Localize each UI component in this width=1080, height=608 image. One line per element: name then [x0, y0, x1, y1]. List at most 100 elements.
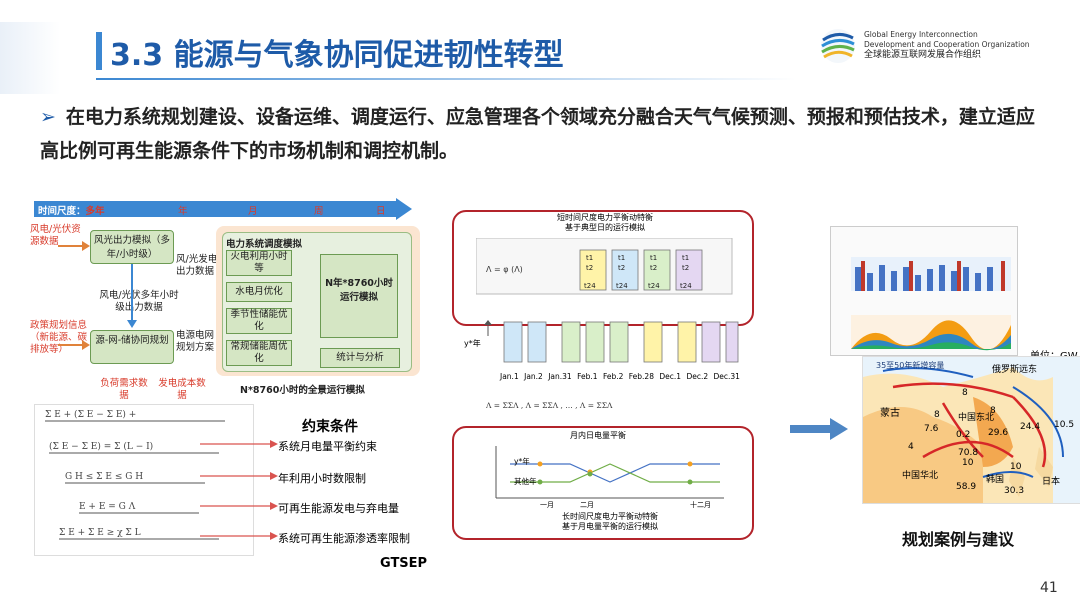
map-value: 7.6 — [924, 424, 939, 434]
daily-blocks — [503, 321, 739, 363]
constraint-item: 可再生能源发电与弃电量 — [278, 502, 399, 515]
page-title: 3.3 能源与气象协同促进韧性转型 — [110, 38, 564, 73]
top-caption-2: 基于典型日的运行模拟 — [565, 223, 645, 232]
constraint-arrows — [200, 440, 278, 540]
axis-label: 一月 — [540, 501, 554, 509]
center-simulation-box: N年*8760小时运行模拟 — [320, 254, 398, 338]
year-label: y*年 — [464, 339, 481, 348]
svg-text:G H ≤ Σ E ≤ G H: G H ≤ Σ E ≤ G H — [65, 472, 143, 482]
thumbnail-chart-image — [851, 257, 1011, 351]
map-value: 30.3 — [1004, 486, 1025, 496]
map-value: 4 — [908, 442, 914, 452]
svg-text:t24: t24 — [616, 282, 628, 290]
tool-label: GTSEP — [380, 556, 428, 571]
bottom-label: N*8760小时的全景运行模拟 — [240, 385, 365, 396]
bullet-point: ➢在电力系统规划建设、设备运维、调度运行、应急管理各个领域充分融合天气气候预测、… — [40, 100, 1050, 168]
region-korea: 韩国 — [986, 475, 1005, 485]
label-wind-pv-output: 风/光发电出力数据 — [176, 254, 218, 277]
timescale-item: 周 — [314, 206, 324, 217]
month-labels: Jan.1 Jan.2 Jan.31 Feb.1 Feb.2 Feb.28 De… — [500, 372, 740, 381]
svg-text:Σ E + Σ E ≥ χ Σ L: Σ E + Σ E ≥ χ Σ L — [59, 528, 141, 538]
top-caption-1: 短时间尺度电力平衡动特衡 — [557, 213, 653, 222]
globe-logo-icon — [821, 29, 855, 63]
map-value: 29.6 — [988, 428, 1009, 438]
timescale-item: 月 — [248, 206, 258, 217]
svg-text:t24: t24 — [648, 282, 660, 290]
title-underline — [96, 78, 796, 80]
constraint-item: 年利用小时数限制 — [278, 472, 366, 485]
right-arrow-icon — [790, 418, 848, 440]
month-label: Jan.31 — [548, 372, 572, 381]
region-north-china: 中国华北 — [902, 471, 939, 481]
month-label: Jan.2 — [524, 372, 543, 381]
map-title: 35至50年新增容量 — [876, 361, 945, 370]
timescale-item: 多年 — [85, 206, 105, 217]
svg-text:t2: t2 — [586, 264, 593, 272]
timescale-item: 日 — [376, 206, 386, 217]
map-image — [863, 357, 1080, 503]
svg-text:Σ E + (Σ E − Σ E) +: Σ E + (Σ E − Σ E) + — [45, 409, 136, 420]
map-value: 24.4 — [1020, 422, 1041, 432]
map-value: 10 — [1010, 462, 1022, 472]
svg-text:t1: t1 — [682, 254, 689, 262]
input-policy: 政策规划信息（新能源、碳排放等） — [30, 320, 88, 355]
svg-text:Λ = ΣΣΛ , Λ = ΣΣΛ , … , Λ =: Λ = ΣΣΛ , Λ = ΣΣΛ , … , Λ = ΣΣΛ — [486, 401, 613, 410]
month-label: Jan.1 — [500, 372, 519, 381]
axis-label: 十二月 — [690, 501, 711, 509]
map-value: 58.9 — [956, 482, 977, 492]
bottom-chart-title: 月内日电量平衡 — [570, 431, 626, 440]
top-caption: 短时间尺度电力平衡动特衡 基于典型日的运行模拟 — [520, 213, 690, 233]
map-value: 10.5 — [1054, 420, 1075, 430]
svg-text:t2: t2 — [682, 264, 689, 272]
dispatch-item: 常规储能周优化 — [226, 340, 292, 366]
timescale-item: 年 — [178, 206, 188, 217]
input-arrows — [58, 241, 90, 350]
constraint-item: 系统月电量平衡约束 — [278, 440, 377, 453]
svg-text:Λ = φ (Λ): Λ = φ (Λ) — [486, 265, 523, 274]
region-mongolia: 蒙古 — [880, 408, 900, 419]
map-value: 70.8 — [958, 448, 979, 458]
month-label: Dec.2 — [686, 372, 709, 381]
dispatch-item: 火电利用小时等 — [226, 250, 292, 276]
org-name-cn: 全球能源互联网发展合作组织 — [864, 50, 982, 60]
legend-other-year: 其他年 — [514, 477, 537, 486]
svg-text:t24: t24 — [584, 282, 596, 290]
formula-image: Σ E + (Σ E − Σ E) + (Σ E − Σ E) = Σ (L −… — [45, 409, 225, 540]
page-number: 41 — [1040, 580, 1058, 596]
right-caption: 规划案例与建议 — [902, 530, 1015, 549]
bottom-caption-2: 基于月电量平衡的运行模拟 — [562, 522, 658, 531]
map-value: 8 — [962, 388, 968, 398]
monthly-balance-chart — [495, 446, 724, 499]
map-panel — [862, 356, 1080, 504]
axis-label: 二月 — [580, 501, 594, 509]
org-name-en-1: Global Energy Interconnection — [864, 30, 978, 39]
bullet-arrow-icon: ➢ — [40, 106, 56, 128]
constraints-title: 约束条件 — [302, 419, 358, 435]
month-label: Feb.2 — [602, 372, 624, 381]
down-arrow-icon — [127, 264, 137, 328]
timescale-caption: 时间尺度： — [38, 206, 86, 217]
input-load: 负荷需求数据 — [100, 378, 148, 401]
input-wind-solar: 风电/光伏资源数据 — [30, 224, 81, 247]
dispatch-item: 季节性储能优化 — [226, 308, 292, 334]
constraint-item: 系统可再生能源渗透率限制 — [278, 532, 410, 545]
legend-yyear: y*年 — [514, 457, 530, 466]
timescale-label: 时间尺度：多年 — [38, 203, 105, 217]
org-name: Global Energy Interconnection Developmen… — [864, 30, 1064, 60]
box-source-grid: 源-网-储协同规划 — [90, 330, 174, 364]
svg-text:E + E = G Λ: E + E = G Λ — [79, 502, 136, 512]
map-value: 10 — [962, 458, 974, 468]
svg-text:t1: t1 — [586, 254, 593, 262]
long-term-frame — [452, 426, 754, 540]
map-value: 0.2 — [956, 430, 971, 440]
svg-text:t24: t24 — [680, 282, 692, 290]
region-russia: 俄罗斯远东 — [992, 365, 1038, 375]
dispatch-item: 水电月优化 — [226, 282, 292, 302]
svg-text:t2: t2 — [618, 264, 625, 272]
dispatch-title: 电力系统调度模拟 — [226, 239, 303, 250]
label-grid-plan: 电源电网规划方案 — [176, 330, 215, 353]
bottom-caption: 长时间尺度电力平衡动特衡 基于月电量平衡的运行模拟 — [530, 512, 690, 532]
svg-text:t1: t1 — [650, 254, 657, 262]
month-label: Dec.31 — [713, 372, 740, 381]
